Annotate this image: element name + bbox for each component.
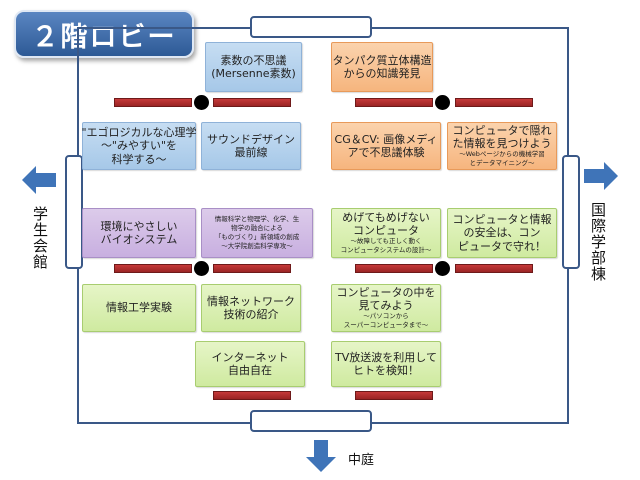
exhibit-box: 情報工学実験	[82, 284, 196, 332]
exhibit-title-line: インターネット	[211, 350, 289, 364]
pillar-icon	[435, 95, 450, 110]
exhibit-title-line: "エゴロジカルな心理学	[81, 126, 197, 140]
exhibit-title-line: コンピュータと情報	[452, 213, 552, 227]
table	[114, 264, 192, 273]
exhibit-subtitle-line: 情報科学と物理学、化学、生	[214, 215, 300, 224]
exhibit-title-line: CG＆CV: 画像メディ	[334, 132, 438, 146]
table	[455, 264, 533, 273]
exhibit-title-line: からの知識発見	[343, 67, 421, 80]
exhibit-subtitle-line: 〜故障しても正しく動く	[350, 237, 422, 246]
exhibit-box: 素数の不思議(Mersenne素数)	[205, 42, 302, 92]
exhibit-subtitle-line: コンピュータシステムの設計〜	[340, 246, 432, 255]
exhibit-box: "エゴロジカルな心理学〜"みやすい"を科学する〜	[81, 122, 197, 170]
table	[114, 98, 192, 107]
door-bottom	[250, 410, 372, 432]
exhibit-title-line: TV放送波を利用して	[335, 350, 437, 364]
wall-top-left	[77, 27, 250, 29]
table	[355, 98, 433, 107]
exhibit-title-line: た情報を見つけよう	[452, 137, 552, 151]
arrow-down-icon	[306, 440, 336, 472]
exhibit-title-line: の安全は、コン	[463, 226, 541, 240]
exhibit-title-line: バイオシステム	[100, 233, 178, 246]
pillar-icon	[435, 261, 450, 276]
exhibit-title-line: 情報工学実験	[106, 301, 172, 315]
exhibit-title-line: アで不思議体験	[347, 146, 425, 159]
exhibit-title-line: コンピュータ	[353, 224, 419, 238]
table	[355, 391, 433, 400]
exhibit-box: コンピュータの中を見てみよう〜パソコンからスーパーコンピュータまで〜	[331, 284, 441, 332]
table	[213, 391, 291, 400]
exhibit-title-line: 科学する〜	[111, 152, 167, 166]
exhibit-subtitle-line: とデータマイニング〜	[469, 159, 535, 168]
exhibit-title-line: ピュータで守れ！	[458, 239, 546, 253]
table	[213, 264, 291, 273]
exhibit-title-line: 技術の紹介	[223, 308, 279, 321]
exhibit-title-line: サウンドデザイン	[207, 132, 295, 146]
exhibit-title-line: コンピュータで隠れ	[452, 124, 552, 138]
page-title: ２階ロビー	[14, 10, 194, 58]
exhibit-box: コンピュータと情報の安全は、コンピュータで守れ！	[447, 208, 557, 258]
exhibit-box: タンパク質立体構造からの知識発見	[331, 42, 433, 92]
door-left	[65, 155, 83, 269]
exhibit-box: TV放送波を利用してヒトを検知！	[331, 341, 441, 387]
exhibit-subtitle-line: 物学の融合による	[231, 224, 283, 233]
exhibit-title-line: 〜"みやすい"を	[100, 139, 178, 153]
exhibit-box: CG＆CV: 画像メディアで不思議体験	[331, 122, 441, 170]
exhibit-subtitle-line: 「ものづくり」新領域の創成	[214, 233, 300, 241]
wall-top-right	[370, 27, 569, 29]
exhibit-box: めげてもめげないコンピュータ〜故障しても正しく動くコンピュータシステムの設計〜	[331, 208, 441, 258]
exhibit-subtitle-line: スーパーコンピュータまで〜	[343, 321, 429, 330]
pillar-icon	[194, 95, 209, 110]
exhibit-title-line: ヒトを検知！	[353, 364, 419, 377]
exhibit-title-line: (Mersenne素数)	[211, 67, 296, 80]
exhibit-title-line: コンピュータの中を	[336, 286, 436, 300]
arrow-left-icon	[22, 166, 56, 194]
exhibit-box: サウンドデザイン最前線	[201, 122, 301, 170]
exhibit-title-line: 最前線	[234, 146, 268, 159]
table	[455, 98, 533, 107]
exhibit-box: 環境にやさしいバイオシステム	[82, 208, 196, 258]
exhibit-title-line: 環境にやさしい	[100, 219, 178, 233]
exhibit-subtitle-line: 〜Webページからの機械学習	[459, 150, 545, 159]
exhibit-title-line: 素数の不思議	[220, 53, 287, 67]
exhibit-box: コンピュータで隠れた情報を見つけよう〜Webページからの機械学習とデータマイニン…	[447, 122, 557, 170]
exhibit-title-line: タンパク質立体構造	[332, 53, 432, 67]
direction-label-right: 国際学部棟	[589, 202, 607, 282]
direction-label-bottom: 中庭	[348, 453, 375, 468]
direction-label-left: 学生会館	[31, 206, 49, 270]
door-top	[250, 16, 372, 38]
exhibit-box: 情報ネットワーク技術の紹介	[201, 284, 301, 332]
exhibit-title-line: 情報ネットワーク	[207, 294, 295, 308]
exhibit-title-line: 自由自在	[228, 364, 272, 377]
table	[213, 98, 291, 107]
pillar-icon	[194, 261, 209, 276]
exhibit-subtitle-line: 〜大学院創造科学専攻〜	[221, 241, 293, 250]
arrow-right-icon	[584, 162, 618, 190]
exhibit-title-line: 見てみよう	[358, 299, 414, 313]
door-right	[562, 155, 580, 269]
exhibit-box: 情報科学と物理学、化学、生物学の融合による「ものづくり」新領域の創成〜大学院創造…	[201, 208, 313, 258]
exhibit-title-line: めげてもめげない	[342, 211, 430, 225]
exhibit-subtitle-line: 〜パソコンから	[363, 312, 409, 321]
exhibit-box: インターネット自由自在	[195, 341, 305, 387]
table	[355, 264, 433, 273]
